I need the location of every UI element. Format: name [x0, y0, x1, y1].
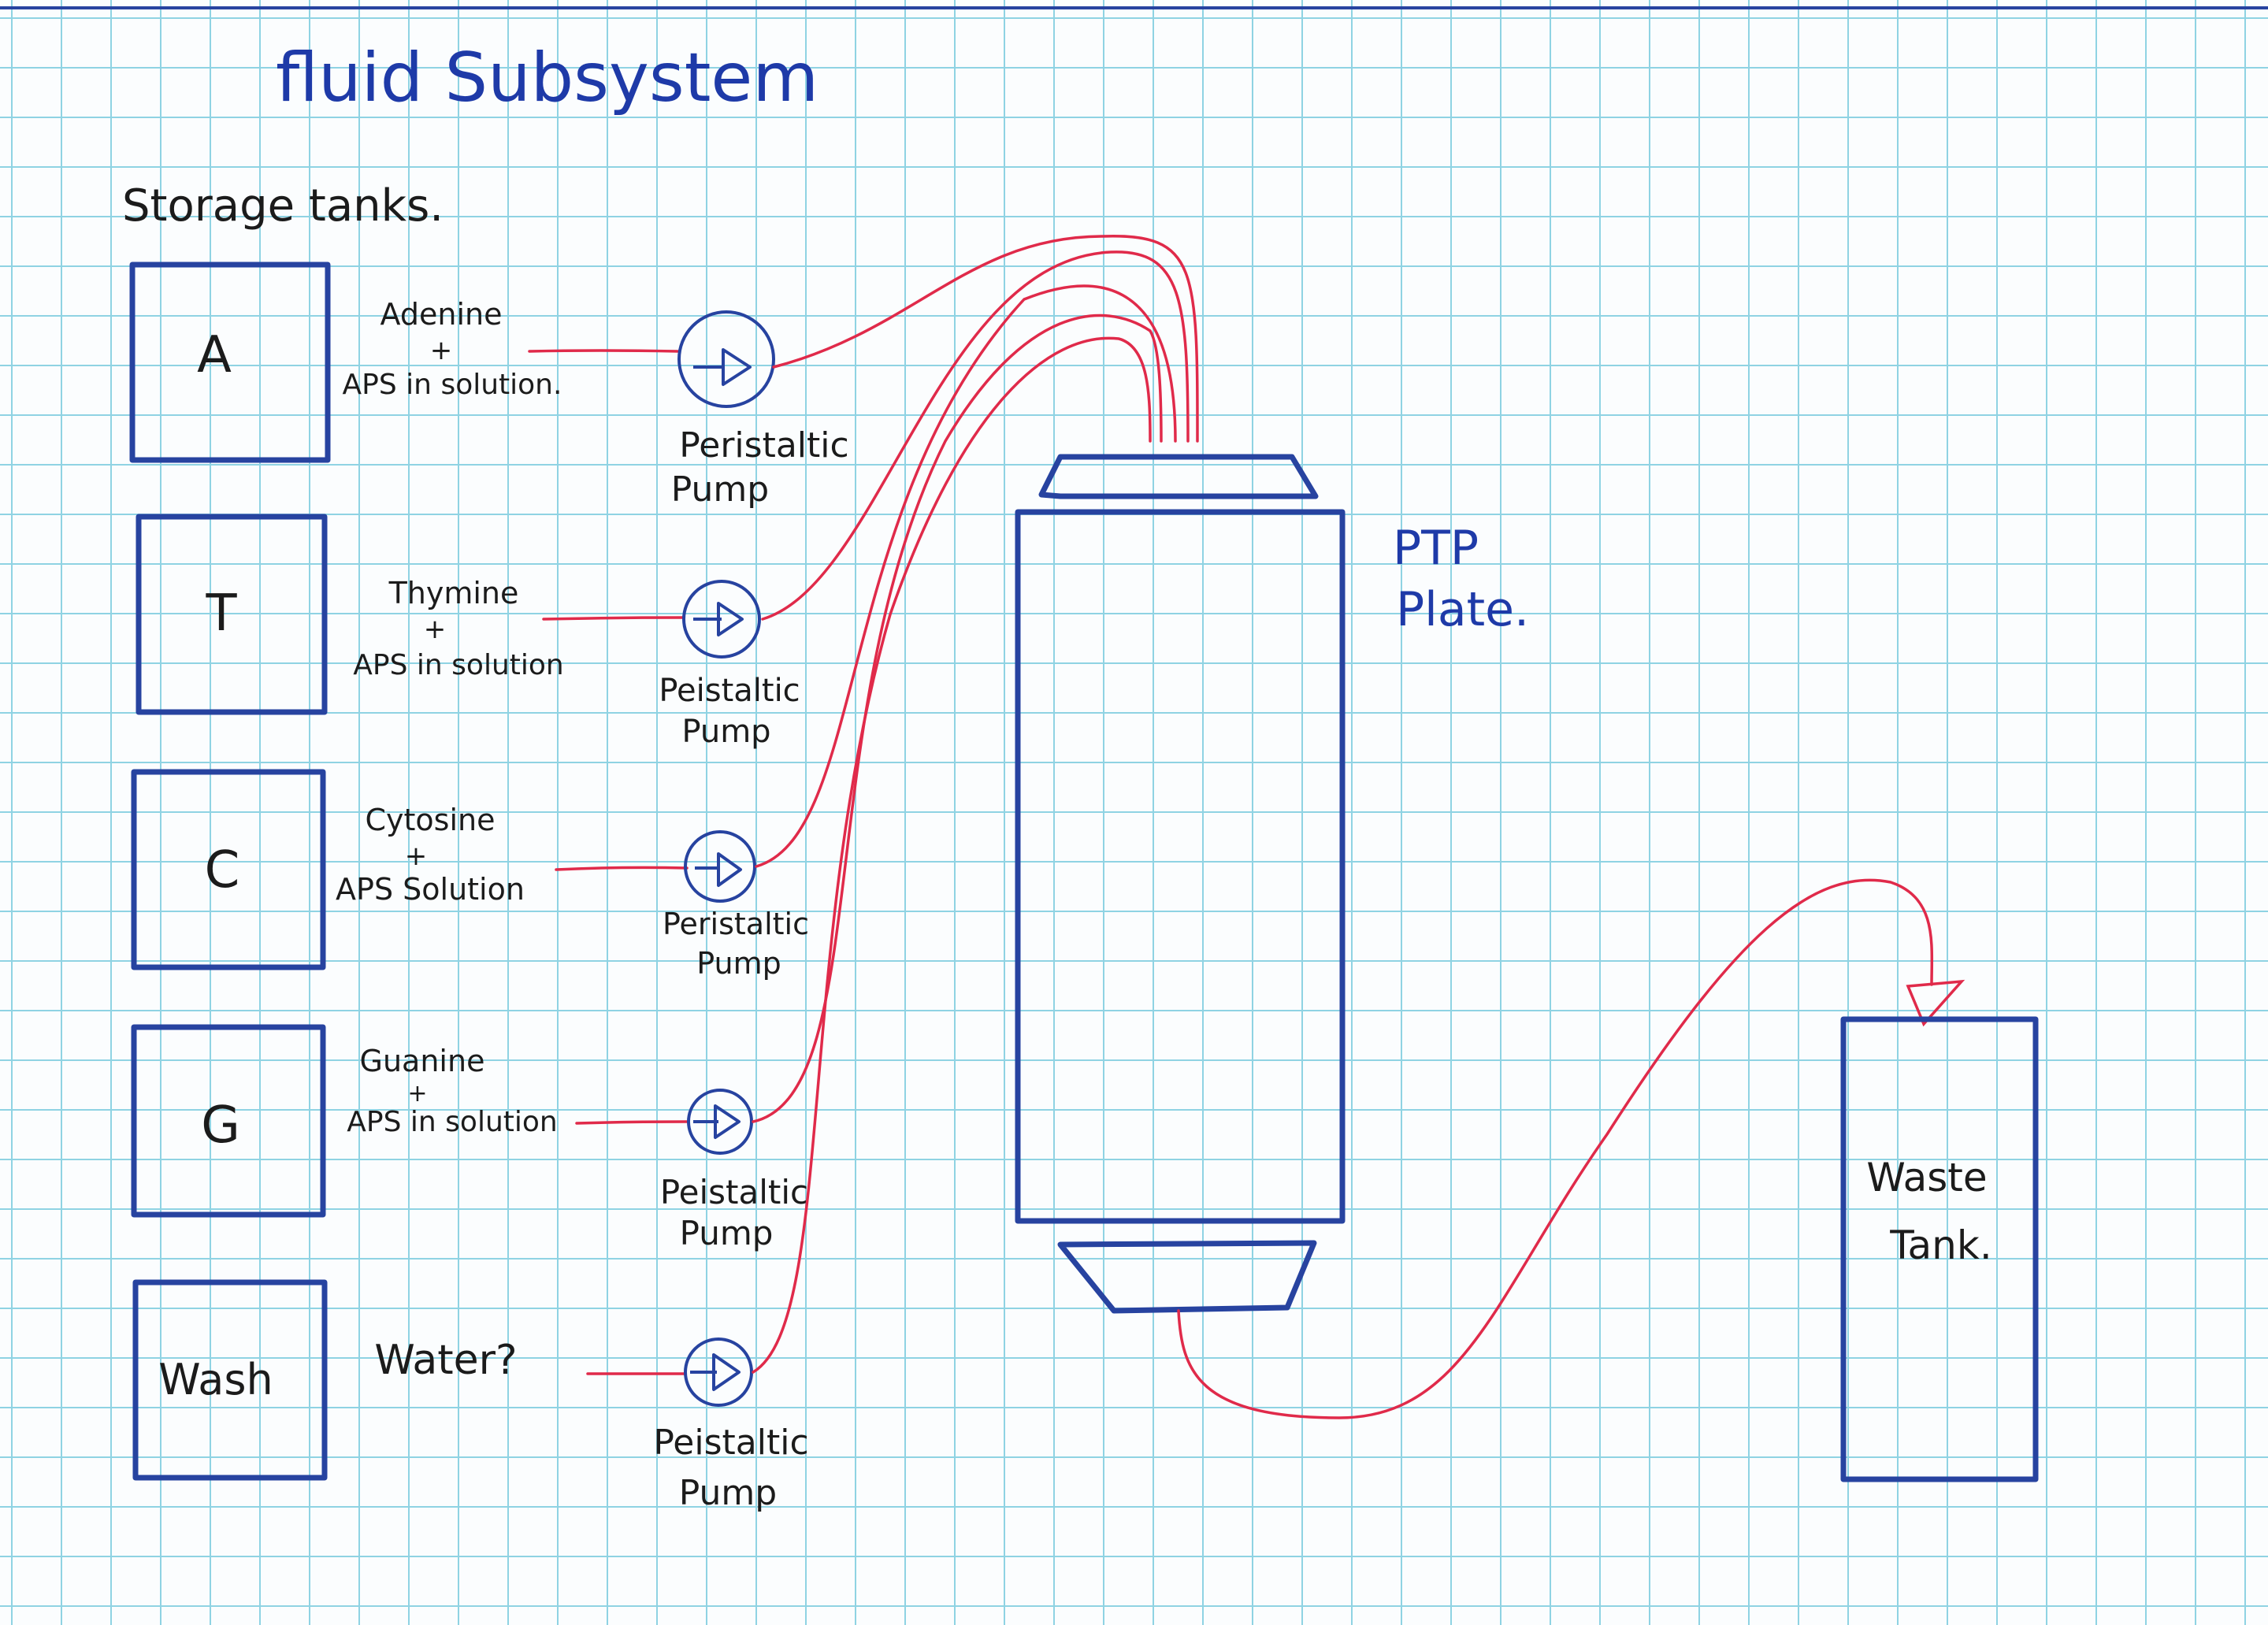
pump-1-label-line2: Pump: [671, 469, 769, 510]
storage-tank-g: G: [131, 1024, 326, 1218]
ptp-plate: PTP Plate.: [1015, 454, 1529, 1314]
pump-1-arrow-icon: [693, 348, 752, 386]
solution-c-plus: +: [405, 840, 428, 872]
solution-g-plus: +: [407, 1080, 427, 1107]
storage-tanks-label: Storage tanks.: [122, 180, 444, 232]
inlet-tube-g: [575, 1120, 689, 1125]
inlet-tube-c: [555, 866, 689, 871]
pump-1-circle: [677, 310, 775, 408]
storage-tank-t-box: [135, 514, 328, 715]
ptp-label-line1: PTP: [1393, 521, 1479, 576]
solution-label-t: Thymine + APS in solution: [353, 576, 563, 681]
pump-2-label-line1: Peistaltic: [659, 673, 800, 709]
ptp-label-line2: Plate.: [1396, 582, 1529, 637]
pump-2-to-plate-tube: [761, 250, 1190, 621]
pump-3-to-plate-tube: [755, 284, 1177, 868]
pump-5-to-plate-tube: [752, 336, 1152, 1374]
pump-2-circle: [682, 580, 761, 659]
peristaltic-pump-2: Peistaltic Pump: [659, 580, 800, 750]
inlet-tube-t: [542, 616, 685, 621]
solution-label-a: Adenine + APS in solution.: [343, 297, 562, 401]
ptp-plate-body: [1015, 509, 1346, 1224]
ptp-plate-top-cap: [1038, 454, 1319, 499]
storage-tank-a-label: A: [197, 326, 232, 384]
pump-4-arrow-icon: [693, 1104, 741, 1139]
waste-inlet-arrow-icon: [1906, 979, 1965, 1027]
storage-tank-c-label: C: [205, 841, 240, 900]
solution-wash-line1: Water?: [374, 1337, 517, 1384]
storage-tank-g-label: G: [201, 1096, 240, 1155]
solution-a-plus: +: [430, 335, 453, 366]
peristaltic-pump-4: Peistaltic Pump: [660, 1089, 808, 1252]
solution-a-line2: APS in solution.: [343, 369, 562, 401]
solution-c-line1: Cytosine: [366, 803, 496, 837]
pump-4-circle: [687, 1089, 753, 1155]
solution-t-line1: Thymine: [388, 576, 519, 610]
solution-a-line1: Adenine: [380, 297, 503, 332]
storage-tank-a-box: [129, 262, 331, 463]
storage-tank-wash-box: [132, 1279, 328, 1481]
pump-3-label-line1: Peristaltic: [663, 907, 809, 941]
peristaltic-pump-1: Peristaltic Pump: [671, 310, 849, 510]
pump-1-label-line1: Peristaltic: [679, 425, 848, 466]
storage-tank-c: C: [131, 769, 326, 970]
storage-tank-g-box: [131, 1024, 326, 1218]
pump-5-label-line1: Peistaltic: [653, 1423, 808, 1463]
waste-tank-box: [1840, 1016, 2039, 1482]
waste-tank-label-line1: Waste: [1866, 1155, 1987, 1200]
pump-5-circle: [684, 1337, 753, 1407]
solution-g-line1: Guanine: [360, 1044, 485, 1078]
waste-tank: Waste Tank.: [1840, 1016, 2039, 1482]
pump-2-arrow-icon: [693, 602, 744, 636]
pump-4-label-line2: Pump: [680, 1214, 774, 1252]
solution-label-g: Guanine + APS in solution: [347, 1044, 557, 1138]
solution-label-c: Cytosine + APS Solution: [336, 803, 525, 907]
storage-tank-t-label: T: [205, 584, 237, 643]
pump-3-arrow-icon: [695, 852, 742, 887]
solution-label-wash: Water?: [374, 1337, 517, 1384]
pump-5-arrow-icon: [690, 1353, 741, 1391]
plate-to-waste-tube: [1177, 878, 1934, 1419]
ptp-plate-bottom-cap: [1057, 1240, 1317, 1314]
peristaltic-pump-3: Peristaltic Pump: [663, 830, 809, 981]
pump-4-label-line1: Peistaltic: [660, 1173, 808, 1211]
pump-3-label-line2: Pump: [696, 946, 781, 981]
pump-2-label-line2: Pump: [681, 714, 770, 750]
diagram-title: fluid Subsystem: [276, 39, 818, 117]
storage-tank-c-box: [131, 769, 326, 970]
pump-1-to-plate-tube: [772, 235, 1199, 443]
solution-t-plus: +: [424, 614, 447, 645]
solution-c-line2: APS Solution: [336, 872, 525, 907]
storage-tank-wash-label: Wash: [158, 1355, 273, 1404]
solution-g-line2: APS in solution: [347, 1106, 557, 1138]
storage-tank-t: T: [135, 514, 328, 715]
storage-tank-wash: Wash: [132, 1279, 328, 1481]
waste-tank-label-line2: Tank.: [1889, 1222, 1991, 1268]
solution-t-line2: APS in solution: [353, 649, 563, 681]
peristaltic-pump-5: Peistaltic Pump: [653, 1337, 809, 1513]
pump-3-circle: [684, 830, 756, 903]
storage-tank-a: A: [129, 262, 331, 463]
pump-5-label-line2: Pump: [679, 1473, 777, 1513]
